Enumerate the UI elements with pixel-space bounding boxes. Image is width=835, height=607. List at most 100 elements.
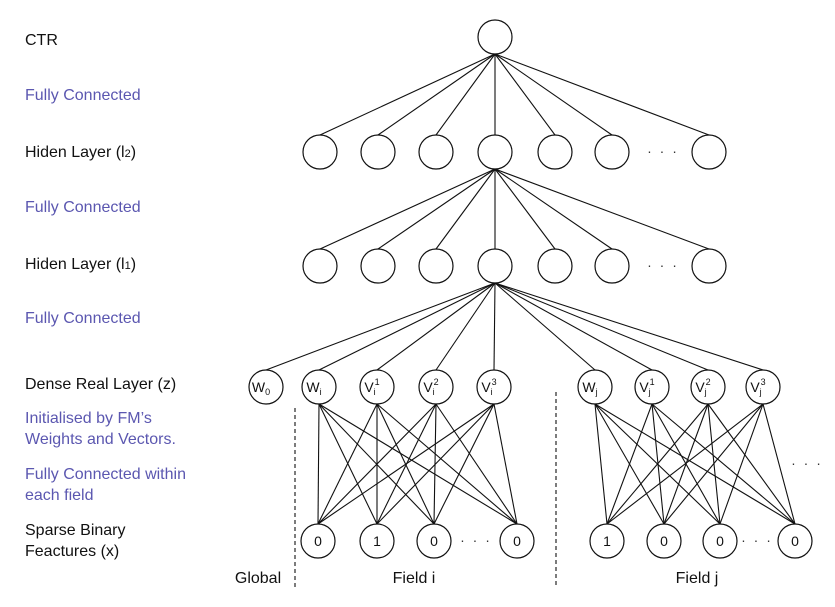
hidden1-node [594,248,630,284]
group-label-field-j: Field j [676,570,719,587]
hidden2-ellipsis: · · · [647,143,679,159]
sparse-node-field-i [416,523,452,559]
edge-field-i [318,403,518,525]
edge-output-hidden2 [494,53,556,136]
more-fields-ellipsis: · · · [791,455,823,471]
label-fully-connected-1: Fully Connected [25,87,141,104]
label-sparse-line1: Sparse Binary [25,522,126,539]
edge-field-i [433,403,495,525]
sparse-value-field-j: 0 [791,533,799,549]
dense-node-label: Vj2 [695,377,710,397]
sparse-node-field-i [300,523,336,559]
sparse-value-field-i: 1 [373,533,381,549]
edge-hidden1-dense [493,282,496,371]
hidden1-node [360,248,396,284]
sparse-value-field-i: 0 [513,533,521,549]
sparse-value-field-i: 0 [430,533,438,549]
edge-output-hidden2 [494,53,710,136]
dense-node [248,369,284,405]
edge-hidden2-hidden1 [494,168,556,250]
edge-output-hidden2 [377,53,496,136]
label-hidden-layer-1-close: ) [130,256,137,273]
edge-field-j [606,403,653,525]
edges [265,53,796,525]
field-dividers [294,392,557,588]
hidden2-node [302,134,338,170]
sparse-node-field-j [702,523,738,559]
edge-hidden2-hidden1 [494,168,613,250]
label-initialised-line1: Initialised by FM’s [25,410,152,427]
dense-node [690,369,726,405]
label-hidden-layer-2-text: Hiden Layer (l [25,144,125,161]
label-fc-within-field-line1: Fully Connected within [25,466,186,483]
sparse-value-field-j: 0 [660,533,668,549]
edge-field-j [594,403,796,525]
edge-field-j [663,403,764,525]
sparse-value-field-j: 1 [603,533,611,549]
sparse-value-field-i: 0 [314,533,322,549]
dense-node-label: Vi1 [364,377,379,397]
field-j-ellipsis: · · · [741,532,773,548]
label-hidden-layer-1-sub: 1 [124,260,131,272]
dense-node [359,369,395,405]
edge-hidden2-hidden1 [319,168,496,250]
dense-node [577,369,613,405]
sparse-value-field-j: 0 [716,533,724,549]
group-label-global: Global [235,570,281,587]
edge-field-j [651,403,796,525]
dense-node-label: Vj3 [750,377,765,397]
edge-field-i [317,403,495,525]
hidden1-node [477,248,513,284]
dense-node-label: Vi2 [423,377,438,397]
edge-hidden1-dense [494,282,653,371]
dense-node [476,369,512,405]
dense-node-label: Vi3 [481,377,496,397]
hidden1-ellipsis: · · · [647,257,679,273]
dense-node-label: Wi [306,379,321,397]
edge-field-j [663,403,709,525]
edge-field-i [317,403,320,525]
label-initialised-line2: Weights and Vectors. [25,431,176,448]
label-hidden-layer-1-text: Hiden Layer (l [25,256,125,273]
dense-node-label: W0 [252,379,270,397]
edge-field-i [376,403,518,525]
hidden2-node [477,134,513,170]
edge-field-j [594,403,608,525]
sparse-node-field-i [499,523,535,559]
edge-field-i [435,403,518,525]
edge-field-i [376,403,495,525]
dense-node-label: Vj1 [639,377,654,397]
edge-output-hidden2 [494,53,613,136]
sparse-node-field-j [646,523,682,559]
edge-hidden1-dense [494,282,709,371]
hidden2-node [594,134,630,170]
label-hidden-layer-1: Hiden Layer (l1) [25,255,136,276]
label-dense-real-layer: Dense Real Layer (z) [25,376,177,393]
edge-hidden1-dense [265,282,496,371]
hidden1-node [537,248,573,284]
edge-hidden1-dense [494,282,596,371]
sparse-node-field-j [589,523,625,559]
field-i-ellipsis: · · · [460,532,492,548]
label-hidden-layer-2-close: ) [130,144,137,161]
hidden1-node [691,248,727,284]
edge-output-hidden2 [319,53,496,136]
edge-hidden1-dense [318,282,496,371]
dense-node [418,369,454,405]
dense-node [301,369,337,405]
edge-hidden2-hidden1 [435,168,496,250]
hidden1-node [302,248,338,284]
hidden2-node [418,134,454,170]
edge-output-hidden2 [435,53,496,136]
label-fully-connected-3: Fully Connected [25,310,141,327]
hidden2-node [360,134,396,170]
label-ctr: CTR [25,32,58,49]
label-fc-within-field-line2: each field [25,487,94,504]
label-hidden-layer-2: Hiden Layer (l2) [25,143,136,164]
edge-hidden2-hidden1 [494,168,710,250]
dense-node [634,369,670,405]
hidden2-node [691,134,727,170]
edge-hidden1-dense [376,282,496,371]
label-sparse-line2: Feactures (x) [25,543,120,560]
